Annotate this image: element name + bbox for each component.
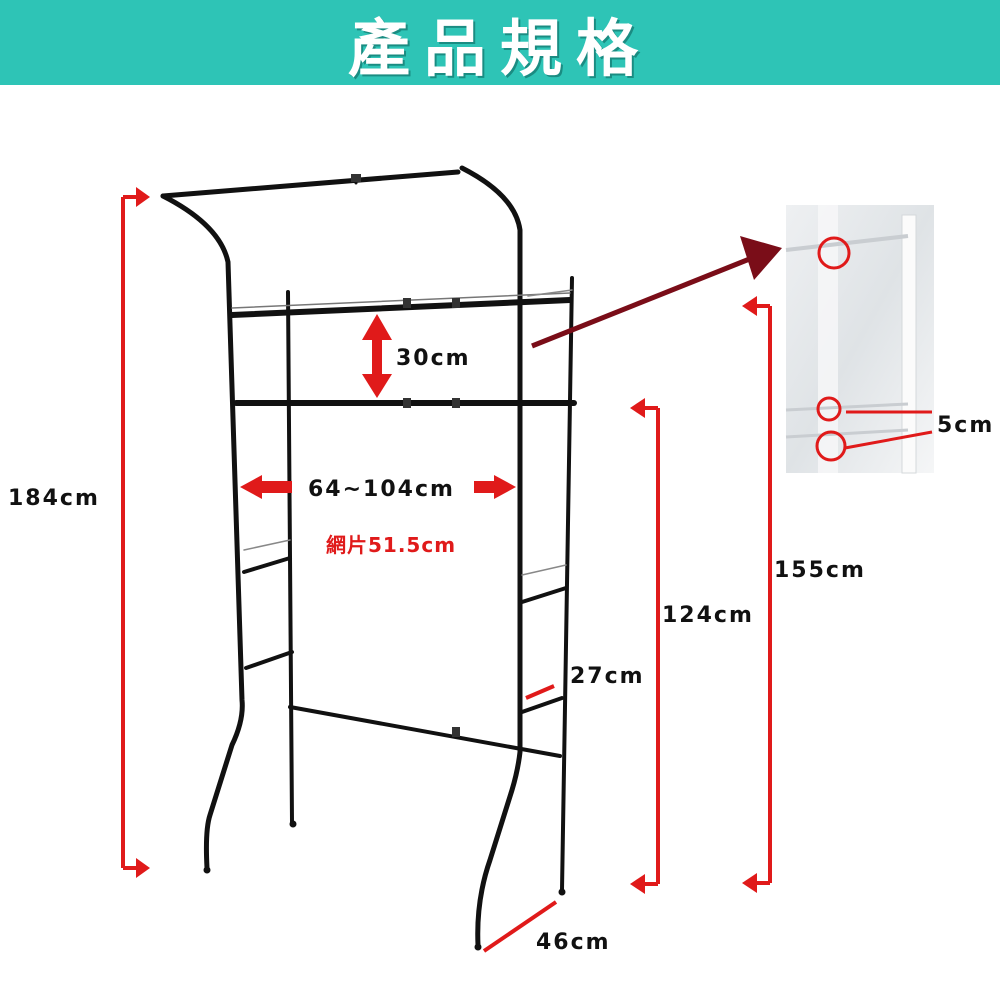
lower-rung-label: 27cm	[570, 664, 645, 689]
detail-photo-inset	[785, 205, 934, 474]
page-title: 產品規格	[347, 11, 652, 85]
detail-callout-arrow	[531, 236, 782, 349]
shelf-clamps	[351, 174, 460, 737]
height-155-dimension	[742, 296, 772, 893]
depth-marker	[482, 900, 558, 953]
title-banner: 產品規格	[0, 0, 1000, 85]
rack-frame	[160, 165, 577, 951]
shelf-gap-dimension	[362, 314, 392, 398]
height-184-dimension	[121, 187, 150, 878]
mesh-width-label: 網片51.5cm	[326, 533, 456, 557]
hole-highlight-circle	[815, 430, 847, 462]
width-range-dimension	[240, 475, 516, 499]
height-124-label: 124cm	[662, 603, 754, 628]
height-124-dimension	[630, 398, 660, 894]
height-184-label: 184cm	[8, 486, 100, 511]
hole-spacing-label: 5cm	[937, 413, 994, 438]
depth-label: 46cm	[536, 930, 611, 955]
hole-highlight-circle	[817, 236, 851, 270]
hole-highlight-circle	[816, 396, 842, 422]
height-155-label: 155cm	[774, 558, 866, 583]
shelf-gap-label: 30cm	[396, 346, 471, 371]
width-range-label: 64~104cm	[308, 477, 455, 502]
lower-rung-marker	[525, 684, 555, 700]
